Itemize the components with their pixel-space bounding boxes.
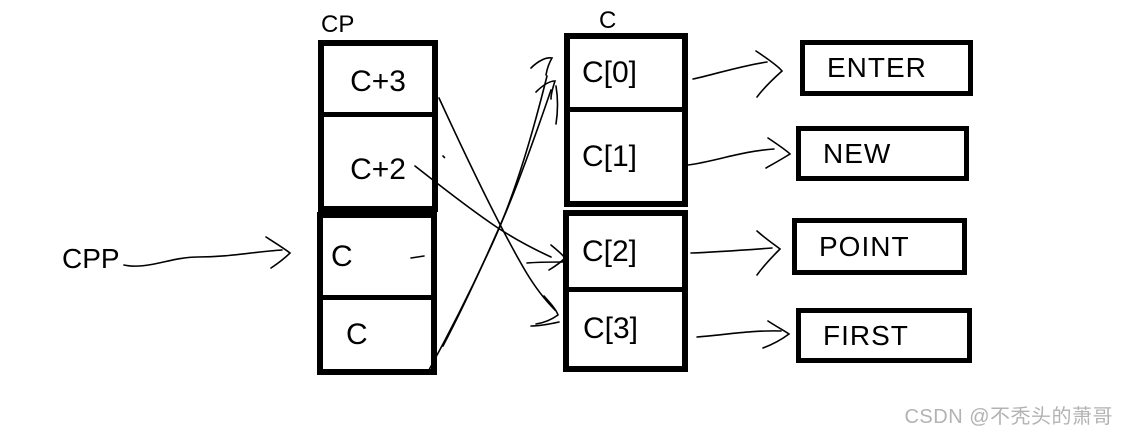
arrow-cp0-to-c3-head	[535, 295, 559, 325]
cp-array-upper-box: C+3 C+2	[318, 40, 438, 212]
cpp-label: CPP	[62, 243, 120, 274]
cp-cell-1: C+2	[350, 152, 406, 186]
c-array-upper-box: C[0] C[1]	[564, 33, 688, 207]
string-box-first: FIRST	[796, 308, 972, 363]
arrow-c1-to-new-head	[765, 137, 792, 169]
c-array-lower-box: C[2] C[3]	[563, 210, 688, 372]
arrow-c0-to-enter-head	[755, 50, 784, 98]
arrow-cp0-to-c3-curl	[530, 321, 560, 327]
arrow-cp3-to-c0	[428, 75, 548, 371]
arrow-cp2-to-c0-head	[535, 80, 557, 100]
cp-cell-0: C+3	[324, 46, 432, 117]
cp-cell-3: C	[346, 317, 368, 351]
arrow-c3-to-first	[696, 330, 782, 338]
arrow-cp1-to-c2-horizontal	[526, 261, 565, 264]
arrow-cp2-to-c0	[442, 89, 552, 347]
cp-array-lower-box: C C	[317, 212, 437, 375]
arrow-cpp-to-cp	[123, 249, 283, 267]
arrow-c3-to-first-head	[762, 320, 791, 349]
c-array-label: C	[599, 7, 617, 34]
arrow-cp3-to-c0-head	[530, 57, 554, 76]
arrow-cp0-to-c3	[438, 97, 556, 311]
csdn-watermark: CSDN @不秃头的萧哥	[904, 406, 1113, 428]
arrow-cp2-to-c0-tail	[555, 85, 559, 125]
c-cell-2: C[2]	[569, 216, 682, 292]
string-box-new: NEW	[796, 126, 969, 181]
string-box-enter: ENTER	[800, 40, 973, 96]
cp-column-label: CP	[321, 11, 355, 38]
cp-cell-2: C	[323, 218, 431, 300]
c-cell-1: C[1]	[582, 139, 638, 173]
stray-dot	[442, 155, 446, 159]
string-box-point: POINT	[792, 218, 967, 275]
arrow-c2-to-point-head	[756, 230, 782, 276]
arrow-c1-to-new	[687, 148, 775, 166]
c-cell-0: C[0]	[570, 39, 682, 112]
arrow-c2-to-point	[690, 247, 773, 254]
arrow-cpp-to-cp-head	[265, 236, 292, 269]
arrow-c0-to-enter	[692, 61, 768, 80]
c-cell-3: C[3]	[583, 312, 639, 345]
